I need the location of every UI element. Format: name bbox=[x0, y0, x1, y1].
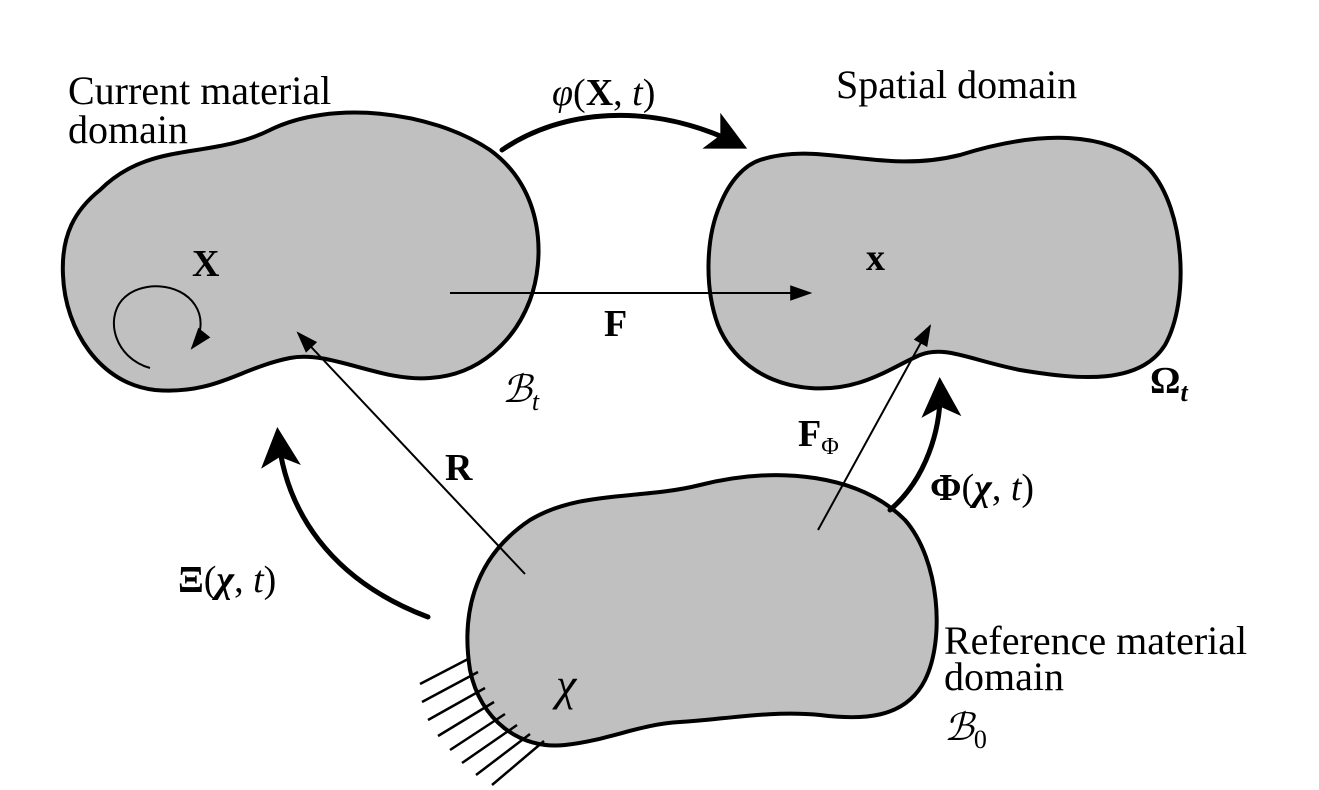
Phi-map-arrow bbox=[887, 377, 962, 513]
rotation-arrow bbox=[113, 285, 211, 369]
R-label: R bbox=[445, 447, 473, 489]
R-arrow bbox=[296, 331, 526, 575]
spatial-domain-title: Spatial domain bbox=[836, 62, 1077, 107]
F-label: F bbox=[604, 303, 627, 345]
Phi-map-label: Φ(χ, t) bbox=[930, 467, 1034, 509]
current-domain-title: Current material domain bbox=[68, 68, 341, 152]
current-domain-shape bbox=[60, 110, 541, 393]
current-domain-symbol: ℬt bbox=[502, 369, 540, 416]
F-Phi-label: FΦ bbox=[798, 413, 839, 460]
reference-domain-shape bbox=[465, 473, 939, 748]
reference-domain-symbol: ℬ0 bbox=[944, 707, 987, 754]
point-chi-label: χ bbox=[552, 659, 578, 710]
point-X-label: X bbox=[192, 243, 219, 285]
fixed-support-hatching bbox=[419, 656, 545, 786]
Xi-map-label: Ξ(χ, t) bbox=[178, 559, 276, 601]
spatial-domain-symbol: Ωt bbox=[1150, 360, 1188, 407]
varphi-map-label: φ(X, t) bbox=[552, 72, 655, 114]
F-Phi-arrow bbox=[817, 324, 932, 531]
spatial-domain-shape bbox=[706, 135, 1183, 391]
point-x-label: x bbox=[866, 237, 885, 279]
Xi-map-arrow bbox=[261, 427, 431, 620]
varphi-map-arrow bbox=[499, 112, 748, 153]
reference-domain-title: Reference material domain bbox=[944, 618, 1257, 699]
